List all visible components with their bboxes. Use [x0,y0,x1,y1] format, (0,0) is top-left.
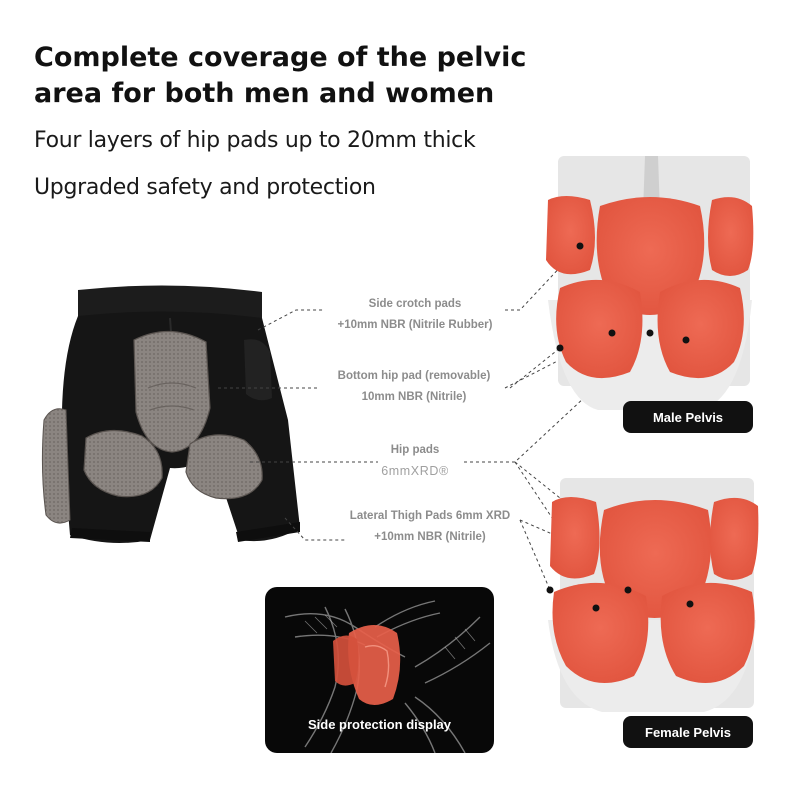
female-hip-pad-left [552,582,649,684]
female-hip-pad-right [660,582,755,684]
subheading-safety: Upgraded safety and protection [34,175,376,200]
annotation-hip-pads: Hip pads 6mmXRD® [366,440,464,482]
female-pelvis-label: Female Pelvis [623,716,753,748]
male-pelvis-illustration [546,156,754,410]
male-side-pad-left [546,196,595,275]
headline: Complete coverage of the pelvic area for… [34,40,554,112]
annotation-side-crotch: Side crotch pads +10mm NBR (Nitrile Rubb… [325,294,505,336]
shorts-hip-pad-right [185,434,263,500]
shorts-lateral-thigh-pad [41,408,71,524]
annotation-bottom-hip: Bottom hip pad (removable) 10mm NBR (Nit… [318,366,510,408]
annotation-side-crotch-title: Side crotch pads [368,298,462,310]
shorts-waistband [78,285,262,320]
annotation-bottom-hip-title: Bottom hip pad (removable) [337,370,491,382]
side-hip-pad [348,625,401,705]
side-protection-card: Side protection display [265,587,494,753]
side-thigh-pad [333,635,359,686]
female-pelvis-illustration [546,478,759,712]
side-protection-caption: Side protection display [307,717,452,732]
male-hip-pad-left [556,279,643,379]
annotation-lateral-thigh-spec: +10mm NBR (Nitrile) [374,531,486,543]
annotation-lateral-thigh: Lateral Thigh Pads 6mm XRD +10mm NBR (Ni… [335,506,525,548]
annotation-lateral-thigh-title: Lateral Thigh Pads 6mm XRD [349,510,511,522]
headline-line-2: area for both men and women [34,78,495,109]
female-side-pad-right [710,497,759,580]
subheading-layers: Four layers of hip pads up to 20mm thick [34,128,476,153]
shorts-bottom-hip-pad [133,330,211,453]
shorts-hip-pad-left [83,429,163,498]
headline-line-1: Complete coverage of the pelvic [34,42,527,73]
xray-side-view [284,600,491,753]
female-side-pad-left [550,497,600,579]
annotation-side-crotch-spec: +10mm NBR (Nitrile Rubber) [337,319,493,331]
padded-shorts [41,285,300,544]
annotation-hip-pads-title: Hip pads [390,444,440,456]
annotation-hip-pads-spec: 6mmXRD® [381,464,449,478]
male-side-pad-right [708,197,754,276]
male-hip-pad-right [657,279,744,379]
shorts-side-crotch-pad [244,339,272,401]
annotation-bottom-hip-spec: 10mm NBR (Nitrile) [361,391,467,403]
male-pelvis-label: Male Pelvis [623,401,753,433]
